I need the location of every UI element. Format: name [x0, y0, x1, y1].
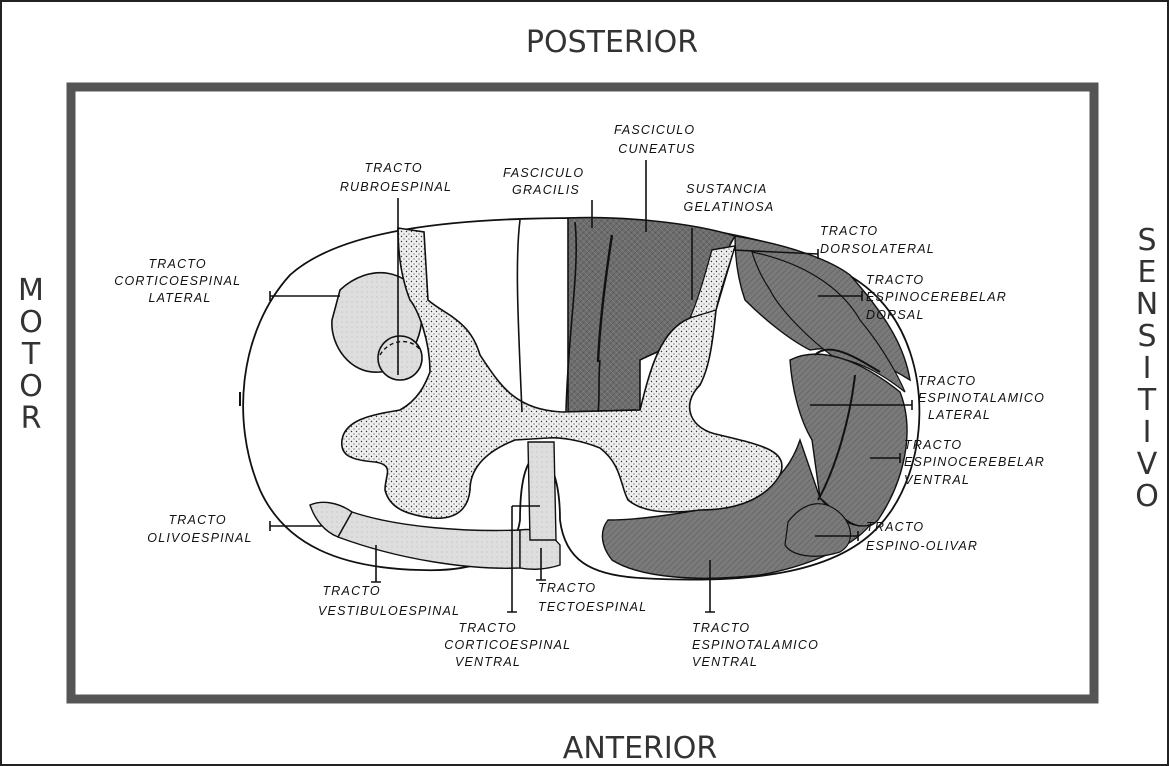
label-line: GELATINOSA [684, 200, 775, 214]
label-line: TRACTO [364, 161, 422, 175]
corticoespinal-ventral-region [528, 442, 556, 540]
direction-right-letter: I [1143, 351, 1152, 386]
label-tracto-espinotalamico-lateral: TRACTO ESPINOTALAMICO LATERAL [918, 374, 1050, 422]
direction-left-letter: T [21, 337, 41, 372]
label-line: LATERAL [148, 291, 211, 305]
label-line: FASCICULO [614, 123, 695, 137]
label-line: FASCICULO [503, 166, 584, 180]
rubroespinal-region [378, 336, 422, 380]
direction-left-letter: R [21, 401, 42, 436]
label-line: OLIVOESPINAL [147, 531, 252, 545]
label-line: TRACTO [538, 581, 596, 595]
label-line: TRACTO [148, 257, 206, 271]
label-tracto-rubroespinal: TRACTO RUBROESPINAL [340, 161, 452, 194]
label-tracto-tectoespinal: TRACTO TECTOESPINAL [538, 581, 647, 614]
label-line: TRACTO [168, 513, 226, 527]
label-line: TRACTO [692, 621, 750, 635]
direction-right-letter: S [1137, 319, 1156, 354]
label-line: CUNEATUS [618, 142, 695, 156]
label-line: VENTRAL [904, 473, 970, 487]
label-line: TECTOESPINAL [538, 600, 647, 614]
label-line: ESPINOTALAMICO [692, 638, 819, 652]
label-line: ESPINOTALAMICO [918, 391, 1045, 405]
label-tracto-olivoespinal: TRACTO OLIVOESPINAL [147, 513, 252, 545]
label-line: SUSTANCIA [686, 182, 767, 196]
label-line: TRACTO [904, 438, 962, 452]
label-tracto-corticoespinal-ventral: TRACTO CORTICOESPINAL VENTRAL [444, 621, 575, 669]
label-tracto-espino-olivar: TRACTO ESPINO-OLIVAR [866, 520, 978, 553]
label-tracto-espinocerebelar-ventral: TRACTO ESPINOCEREBELAR VENTRAL [904, 438, 1050, 487]
label-line: TRACTO [458, 621, 516, 635]
direction-right-letter: I [1143, 415, 1152, 450]
label-fasciculo-cuneatus: FASCICULO CUNEATUS [614, 123, 700, 156]
direction-right-letter: N [1136, 287, 1158, 322]
label-tracto-dorsolateral: TRACTO DORSOLATERAL [820, 224, 935, 256]
label-line: TRACTO [322, 584, 380, 598]
label-line: ESPINOCEREBELAR [866, 290, 1007, 304]
label-line: VENTRAL [692, 655, 758, 669]
direction-bottom: ANTERIOR [563, 731, 717, 766]
direction-right: S E N S I T I V O [1135, 223, 1159, 514]
label-line: TRACTO [820, 224, 878, 238]
label-line: DORSOLATERAL [820, 242, 935, 256]
label-line: VENTRAL [455, 655, 521, 669]
label-tracto-vestibuloespinal: TRACTO VESTIBULOESPINAL [318, 584, 460, 618]
label-line: CORTICOESPINAL [444, 638, 571, 652]
label-line: DORSAL [866, 308, 925, 322]
direction-right-letter: T [1137, 383, 1157, 418]
label-sustancia-gelatinosa: SUSTANCIA GELATINOSA [684, 182, 775, 214]
label-line: GRACILIS [512, 183, 580, 197]
direction-right-letter: E [1138, 255, 1157, 290]
label-tracto-corticoespinal-lateral: TRACTO CORTICOESPINAL LATERAL [114, 257, 245, 305]
label-line: CORTICOESPINAL [114, 274, 241, 288]
label-tracto-espinocerebelar-dorsal: TRACTO ESPINOCEREBELAR DORSAL [866, 273, 1012, 322]
direction-left-letter: O [19, 369, 43, 404]
direction-top: POSTERIOR [526, 25, 698, 60]
direction-left-letter: O [19, 305, 43, 340]
label-line: TRACTO [918, 374, 976, 388]
direction-right-letter: O [1135, 479, 1159, 514]
label-line: ESPINO-OLIVAR [866, 539, 978, 553]
label-line: LATERAL [928, 408, 991, 422]
label-line: ESPINOCEREBELAR [904, 455, 1045, 469]
label-fasciculo-gracilis: FASCICULO GRACILIS [503, 166, 589, 197]
direction-right-letter: S [1137, 223, 1156, 258]
direction-left-letter: M [18, 273, 44, 308]
label-line: TRACTO [866, 520, 924, 534]
label-line: VESTIBULOESPINAL [318, 604, 460, 618]
label-line: RUBROESPINAL [340, 180, 452, 194]
direction-left: M O T O R [18, 273, 44, 436]
label-line: TRACTO [866, 273, 924, 287]
label-tracto-espinotalamico-ventral: TRACTO ESPINOTALAMICO VENTRAL [692, 621, 824, 669]
direction-right-letter: V [1137, 447, 1158, 482]
